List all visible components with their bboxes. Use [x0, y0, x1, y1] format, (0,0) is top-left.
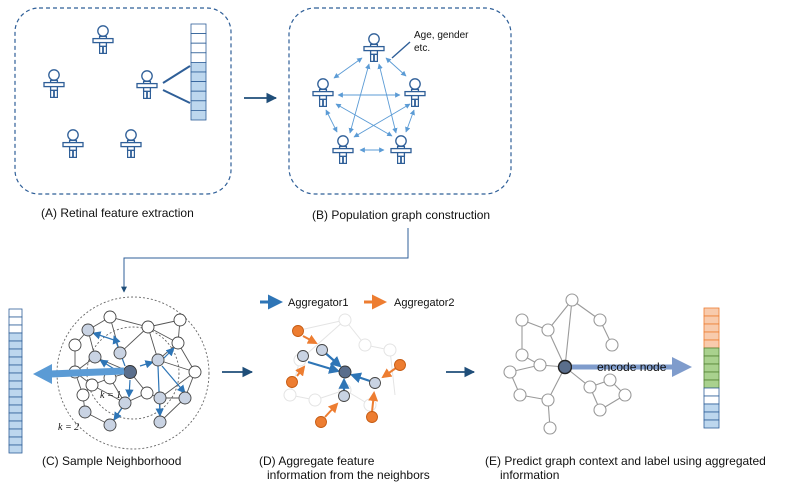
feature-cell — [8, 404, 23, 414]
patient-node-icon — [404, 78, 426, 108]
population-graph-edges — [325, 57, 415, 153]
caption-d-line1: (D) Aggregate feature — [259, 454, 375, 468]
feature-cell — [190, 33, 207, 44]
caption-c: (C) Sample Neighborhood — [42, 454, 182, 468]
feature-cell — [703, 307, 720, 317]
output-vector-e — [703, 307, 720, 429]
feature-cell — [703, 323, 720, 333]
feature-link-line — [162, 65, 191, 84]
feature-cell — [703, 379, 720, 389]
panel-a-border — [14, 7, 232, 195]
feature-vector-c — [8, 308, 23, 454]
aggregation-nodes — [286, 325, 406, 428]
feature-cell — [8, 372, 23, 382]
feature-cell — [703, 419, 720, 429]
feature-cell — [703, 395, 720, 405]
feature-cell — [8, 380, 23, 390]
feature-cell — [8, 340, 23, 350]
panel-c: k = 1 k = 2 — [8, 296, 210, 454]
caption-e-line1: (E) Predict graph context and label usin… — [485, 454, 766, 468]
feature-cell — [190, 23, 207, 35]
feature-cell — [8, 308, 23, 318]
target-node — [123, 365, 137, 379]
encoded-target-node — [557, 359, 573, 375]
attribute-note-line1: Age, gender — [414, 30, 469, 41]
patient-node-icon — [390, 135, 412, 165]
embedding-output-arrowhead — [33, 364, 52, 384]
patient-icon — [62, 129, 84, 159]
panel-a — [14, 7, 232, 195]
legend-aggregator2-label: Aggregator2 — [394, 297, 455, 309]
caption-e-line2: information — [500, 468, 560, 482]
feature-cell — [8, 364, 23, 374]
feature-cell — [8, 396, 23, 406]
feature-cell — [8, 324, 23, 334]
legend-aggregator1-label: Aggregator1 — [288, 297, 349, 309]
caption-d-line2: information from the neighbors — [267, 468, 430, 482]
feature-cell — [703, 339, 720, 349]
feature-cell — [190, 100, 207, 111]
caption-b: (B) Population graph construction — [312, 208, 491, 222]
flow-connector-b-c — [121, 228, 409, 293]
feature-cell — [190, 110, 207, 121]
aggregation-edges-orange — [295, 334, 397, 418]
feature-cell — [8, 348, 23, 358]
feature-vector-a — [190, 23, 207, 121]
k2-label: k = 2 — [58, 422, 79, 433]
patient-icon — [92, 25, 114, 55]
panel-b: Age, gender etc. — [288, 7, 512, 195]
feature-cell — [703, 355, 720, 365]
feature-cell — [8, 436, 23, 446]
feature-cell — [8, 420, 23, 430]
panel-b-border — [288, 7, 512, 195]
patient-icon — [43, 69, 65, 99]
feature-cell — [703, 363, 720, 373]
encode-arrowhead — [672, 357, 692, 377]
attribute-pointer-line — [391, 41, 411, 59]
feature-cell — [703, 387, 720, 397]
feature-cell — [8, 316, 23, 326]
feature-cell — [190, 90, 207, 102]
feature-cell — [8, 444, 23, 454]
patient-node-icon — [332, 135, 354, 165]
feature-cell — [8, 332, 23, 342]
patient-node-icon — [363, 33, 385, 63]
panel-e: encode node — [503, 293, 720, 435]
encode-node-label: encode node — [597, 360, 667, 374]
feature-cell — [703, 411, 720, 421]
feature-cell — [8, 428, 23, 438]
feature-cell — [703, 347, 720, 357]
attribute-note-line2: etc. — [414, 43, 430, 54]
feature-cell — [703, 371, 720, 381]
feature-cell — [190, 62, 207, 73]
k1-label: k = 1 — [100, 390, 121, 401]
caption-a: (A) Retinal feature extraction — [41, 206, 194, 220]
patient-node-icon — [312, 78, 334, 108]
context-graph-nodes — [503, 293, 632, 435]
feature-cell — [8, 388, 23, 398]
feature-cell — [190, 42, 207, 54]
patient-icon — [120, 129, 142, 159]
feature-link-line — [162, 89, 191, 104]
panel-d: Aggregator1 Aggregator2 — [260, 294, 455, 428]
feature-cell — [190, 52, 207, 63]
feature-cell — [8, 412, 23, 422]
feature-cell — [8, 356, 23, 366]
aggregation-target-node — [338, 365, 352, 379]
feature-cell — [703, 315, 720, 325]
feature-cell — [703, 403, 720, 413]
feature-cell — [190, 71, 207, 83]
hop-2-boundary — [56, 296, 210, 450]
feature-cell — [703, 331, 720, 341]
embedding-output-arrow — [49, 367, 125, 378]
feature-cell — [190, 81, 207, 92]
patient-icon — [136, 70, 158, 100]
